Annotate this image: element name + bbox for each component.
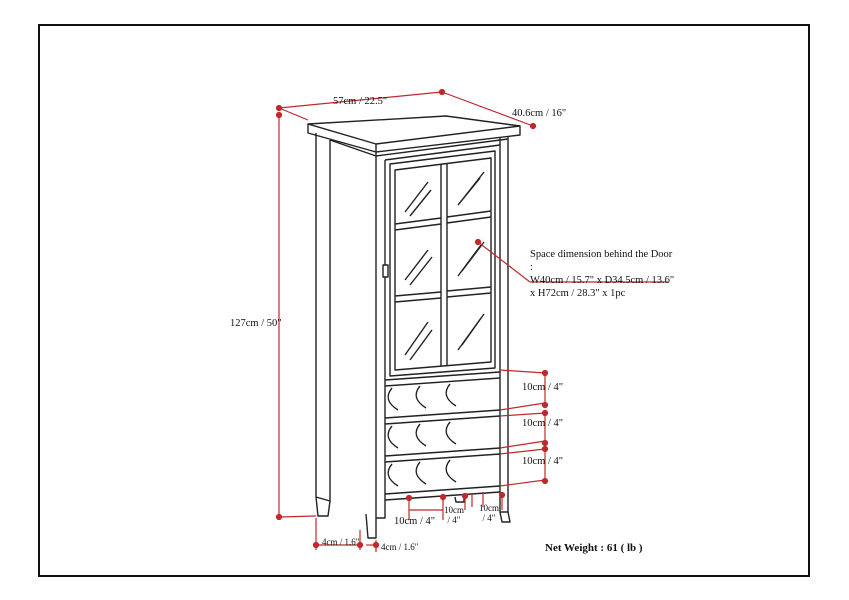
door-space-note: Space dimension behind the Door : W40cm … xyxy=(530,248,675,301)
dimension-lines xyxy=(275,88,668,552)
slot-gap2-label-top: 10cm xyxy=(479,503,499,513)
slot-gap-label: 10cm / 4" xyxy=(444,505,464,526)
slot-width-label: 10cm / 4" xyxy=(394,516,436,527)
door-space-note-line1: Space dimension behind the Door : xyxy=(530,249,673,274)
net-weight-label: Net Weight : 61 ( lb ) xyxy=(545,542,643,554)
door-space-note-line3: x H72cm / 28.3" x 1pc xyxy=(530,288,626,300)
slot-gap-label-top: 10cm xyxy=(444,505,464,515)
width-label: 57cm / 22.5" xyxy=(333,96,388,107)
cabinet-outline xyxy=(307,115,521,539)
slot-gap2-label: 10cm / 4" xyxy=(479,503,499,524)
diagram-frame xyxy=(38,24,810,577)
height-label: 127cm / 50" xyxy=(230,318,282,329)
rack-spacing-label-2: 10cm / 4" xyxy=(522,418,564,429)
slot-gap-label-bottom: / 4" xyxy=(447,514,461,525)
depth-label: 40.6cm / 16" xyxy=(512,108,567,119)
leg-left-label: 4cm / 1.6" xyxy=(322,537,360,547)
rack-spacing-label-3: 10cm / 4" xyxy=(522,456,564,467)
slot-gap2-label-bottom: / 4" xyxy=(482,512,496,523)
door-space-note-line2: W40cm / 15.7" x D34.5cm / 13.6" xyxy=(530,275,675,287)
rack-spacing-label-1: 10cm / 4" xyxy=(522,382,564,393)
leg-right-label: 4cm / 1.6" xyxy=(381,542,419,552)
